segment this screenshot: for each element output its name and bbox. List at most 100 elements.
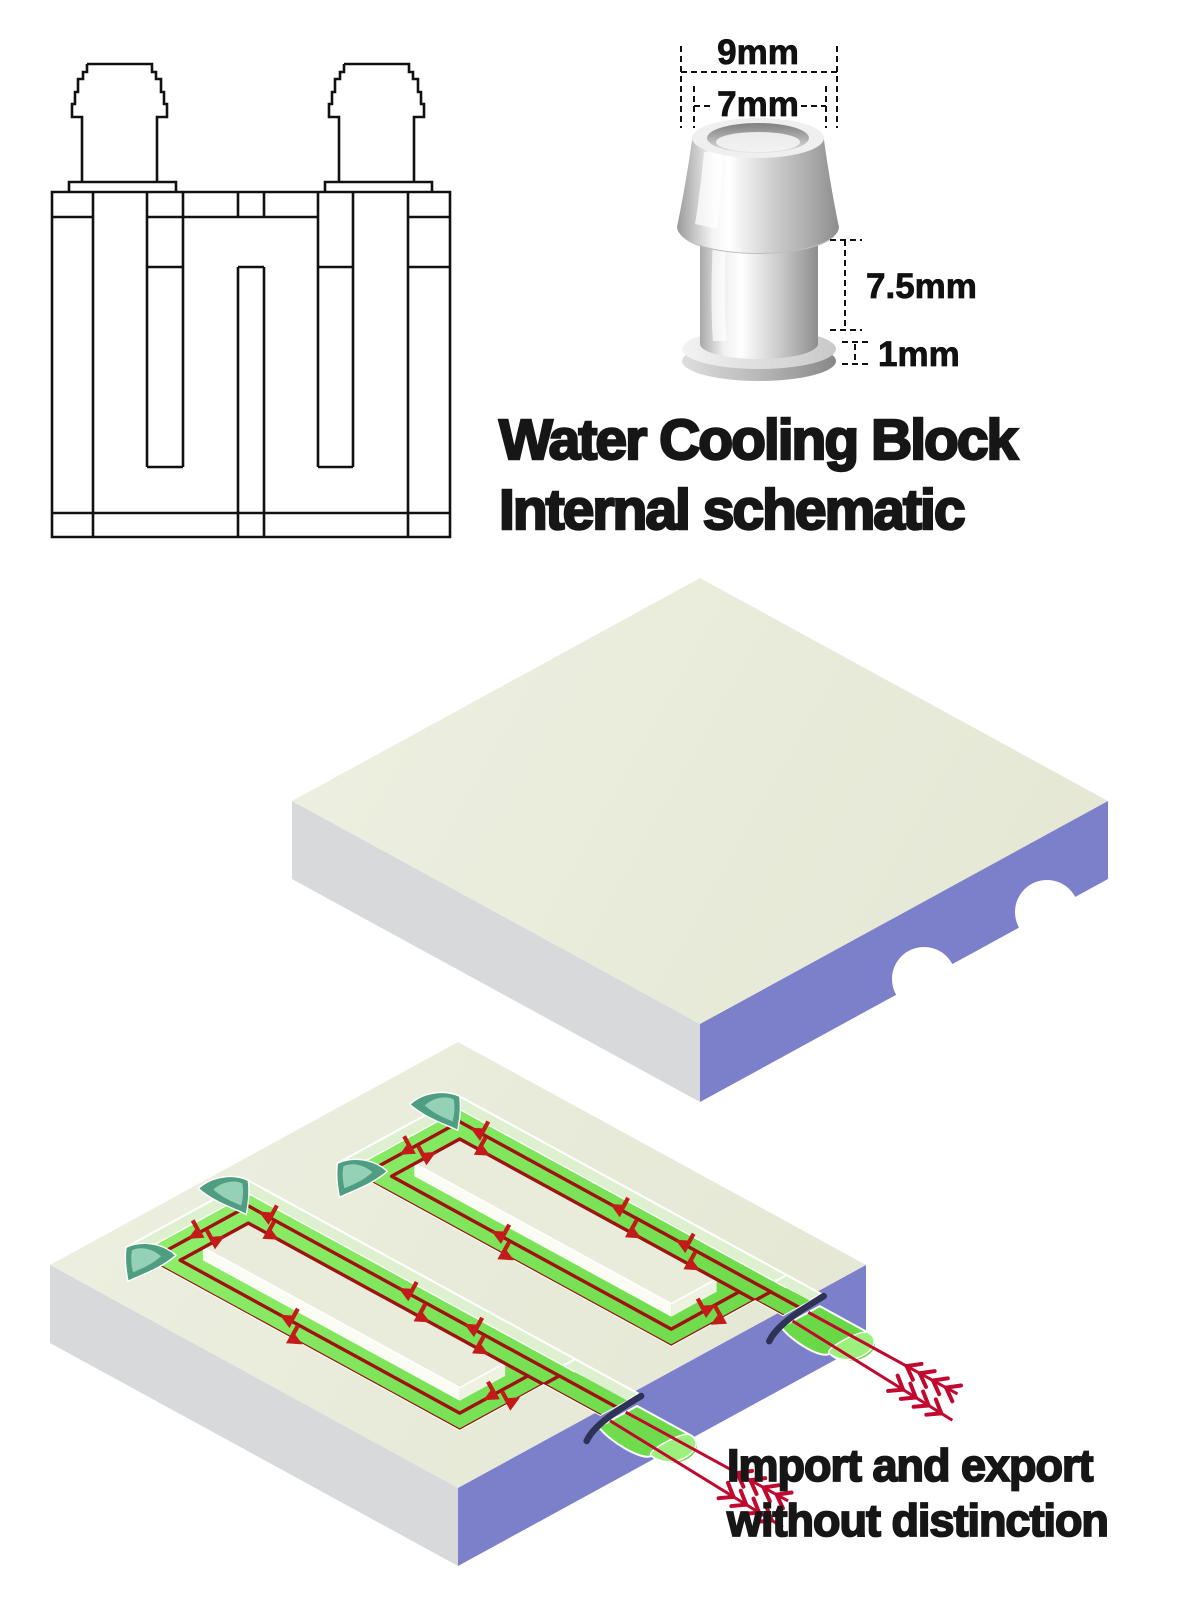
flow-fletching: [748, 1476, 768, 1483]
flow-line-inner: [178, 1221, 530, 1415]
fitting-cone-highlight: [695, 150, 723, 229]
top-plate: [292, 578, 1108, 1102]
dim-7mm-lines: [693, 86, 827, 128]
flow-arrow-head: [473, 1142, 491, 1156]
flow-fletching: [735, 1471, 746, 1489]
channel-corner-fillet-light: [424, 1097, 455, 1122]
flow-arrow-stem: [686, 1250, 698, 1266]
flow-arrow-stem: [628, 1218, 639, 1234]
flow-fletching: [729, 1502, 749, 1509]
flow-fletching: [944, 1385, 955, 1404]
flow-line-inner: [389, 1137, 741, 1331]
page-title-line2: Internal schematic: [499, 478, 965, 542]
flow-line-outer: [146, 1204, 561, 1430]
fitting-neck-highlight: [711, 236, 727, 341]
flow-fletching: [911, 1403, 931, 1409]
dim-label-7p5mm: 7.5mm: [866, 267, 977, 306]
lower-channel-loop: [124, 1175, 641, 1431]
flow-fletching: [774, 1492, 785, 1511]
flow-arrow-stem: [477, 1136, 488, 1151]
flow-arrow-head: [710, 1311, 727, 1325]
flow-arrow-head: [399, 1141, 416, 1155]
flow-arrow-head: [483, 1386, 500, 1401]
port-clamp-band: [766, 1292, 827, 1345]
page-title-line1: Water Cooling Block: [499, 408, 1019, 472]
flow-fletching: [908, 1381, 918, 1400]
flow-arrow-stem: [268, 1204, 279, 1219]
flow-fletching: [930, 1376, 950, 1383]
flow-fletching: [895, 1373, 906, 1392]
flow-fletching: [917, 1369, 937, 1376]
flow-arrow-stem: [416, 1144, 427, 1160]
flow-fletching: [738, 1488, 749, 1507]
flow-arrow-stem: [402, 1135, 413, 1150]
flow-fletching: [886, 1387, 906, 1393]
external-flow-line-out: [609, 1419, 784, 1529]
port-clamp-band: [583, 1392, 645, 1445]
flow-fletching: [764, 1504, 774, 1523]
flow-line-outer: [358, 1120, 773, 1346]
fitting-flanges-2d: [67, 180, 434, 192]
flow-fletching: [735, 1468, 755, 1476]
top-plate-notch-near: [892, 947, 956, 1011]
flow-arrow-stem: [479, 1120, 491, 1135]
flow-arrow-stem: [265, 1220, 277, 1235]
flow-arrow-stem: [619, 1196, 630, 1212]
flow-arrow-head: [286, 1331, 303, 1345]
block-outline: [50, 190, 452, 539]
flow-fletching: [944, 1383, 963, 1390]
flow-fletching: [761, 1483, 781, 1490]
flow-fletching: [754, 1518, 774, 1524]
top-plate-left-face: [292, 801, 700, 1102]
flow-fletching: [742, 1510, 762, 1516]
flow-fletching: [898, 1395, 918, 1401]
barb-fitting-3d: 9mm 7mm 7.5mm 1mm: [677, 33, 977, 381]
flow-arrow-head: [625, 1225, 642, 1239]
upper-channel-loop: [336, 1091, 824, 1347]
channel-corner-fillet-light: [131, 1248, 161, 1273]
flow-arrow-stem: [500, 1240, 512, 1256]
flow-arrow-head: [497, 1247, 514, 1261]
flow-fletching: [748, 1478, 759, 1496]
fitting-neck: [700, 228, 818, 359]
dim-label-7mm: 7mm: [717, 85, 799, 124]
top-plate-right-face: [700, 801, 1108, 1102]
bottom-plate-right-face: [458, 1265, 866, 1566]
flow-fletching: [904, 1361, 924, 1369]
flow-arrow-stem: [473, 1316, 485, 1332]
fitting-bore-floor: [716, 132, 800, 152]
flow-fletching: [774, 1490, 794, 1497]
flow-arrow-stem: [713, 1305, 724, 1320]
flow-fletching: [930, 1378, 942, 1397]
island-end-wall: [459, 1362, 506, 1401]
caption-line1: Import and export: [727, 1440, 1094, 1491]
flow-arrow-head: [188, 1225, 205, 1239]
top-plate-notch-far: [1015, 880, 1079, 944]
dim-label-1mm: 1mm: [878, 335, 960, 374]
dim-7p5mm-lines: [830, 239, 862, 331]
flow-fletching: [716, 1494, 736, 1501]
flow-arrow-stem: [289, 1307, 300, 1322]
flow-fletching: [751, 1496, 762, 1515]
flow-arrow-stem: [416, 1302, 428, 1318]
flow-fletching: [917, 1371, 929, 1389]
block-internal-walls: [52, 192, 450, 537]
island-end-wall: [671, 1278, 717, 1317]
flow-arrow-head: [683, 1257, 701, 1271]
bottom-plate: [50, 1042, 963, 1566]
dim-label-9mm: 9mm: [717, 33, 799, 72]
channel-floor-group: [337, 1108, 822, 1346]
flow-arrow-head: [472, 1341, 489, 1355]
external-flow-line-in: [625, 1410, 789, 1503]
dim-9mm-lines: [680, 46, 838, 128]
channel-corner-fillet-light: [342, 1164, 373, 1189]
flow-arrow-stem: [500, 1223, 512, 1238]
flow-arrow-head: [413, 1309, 431, 1323]
island-side-wall: [414, 1163, 672, 1317]
flow-arrow-stem: [486, 1380, 497, 1396]
flow-arrow-stem: [190, 1219, 202, 1234]
flow-arrow-stem: [289, 1324, 300, 1340]
flow-arrow-head: [262, 1226, 279, 1240]
port-lower: [583, 1392, 794, 1529]
